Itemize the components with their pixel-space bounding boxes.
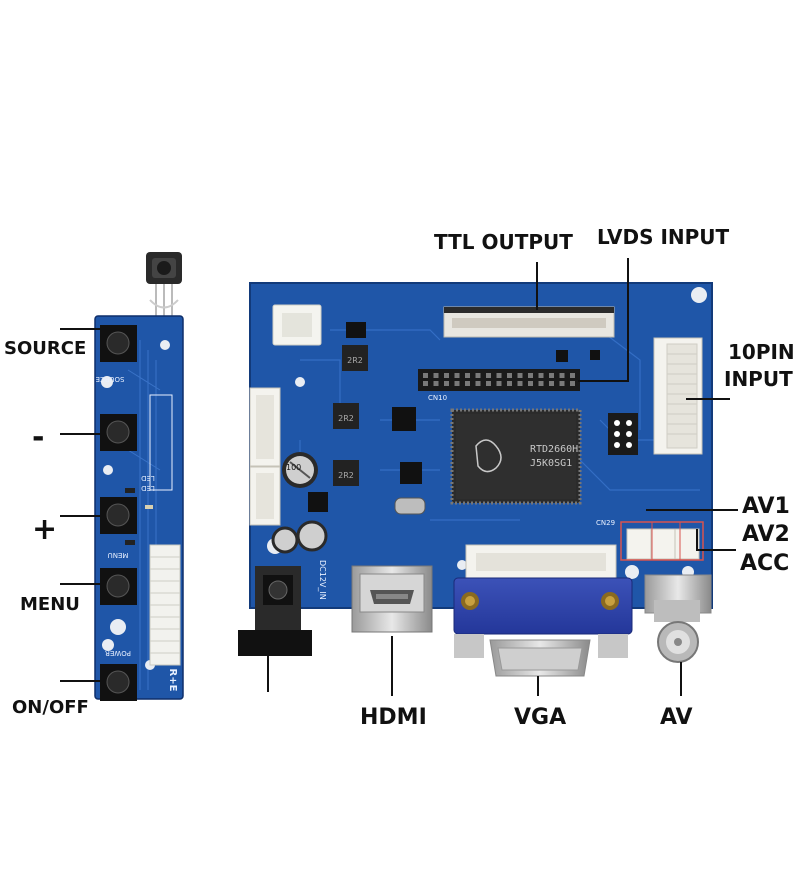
menu-leader — [60, 583, 100, 585]
pin10-label-line1: 10PIN — [728, 340, 795, 364]
main-chip: RTD2660H J5K0SG1 — [450, 408, 582, 505]
svg-text:100: 100 — [286, 463, 301, 472]
pin10-label-line2: INPUT — [724, 367, 793, 391]
av2-label: AV2 — [742, 522, 790, 547]
av-connectors — [620, 521, 704, 561]
svg-text:POWER: POWER — [105, 649, 131, 657]
svg-text:2R2: 2R2 — [338, 414, 354, 423]
svg-text:CN29: CN29 — [596, 519, 615, 527]
vga-port — [453, 577, 633, 677]
av-leader — [680, 662, 682, 696]
lvds-leader-v — [627, 258, 629, 382]
lvds-input-label: LVDS INPUT — [597, 225, 730, 249]
hdmi-label: HDMI — [360, 705, 427, 730]
on-off-label: ON/OFF — [12, 697, 89, 718]
av-label: AV — [660, 705, 693, 730]
ttl-output-label: TTL OUTPUT — [434, 230, 573, 254]
hdmi-port — [351, 565, 433, 633]
svg-text:MENU: MENU — [108, 551, 129, 559]
svg-text:2R2: 2R2 — [347, 356, 363, 365]
keypad-board — [94, 252, 184, 701]
minus-button-hw — [100, 414, 137, 451]
minus-label: - — [32, 420, 45, 455]
menu-label: MENU — [20, 594, 80, 615]
av-port — [644, 574, 712, 663]
av2-leader-v — [696, 529, 698, 551]
vga-label: VGA — [514, 705, 567, 730]
lvds-leader-h — [578, 380, 629, 382]
svg-text:2R2: 2R2 — [338, 471, 354, 480]
av2-leader-h — [696, 549, 736, 551]
jumper-block — [608, 413, 638, 455]
ttl-connector — [443, 306, 615, 338]
plus-leader — [60, 515, 100, 517]
pin10-leader — [686, 398, 730, 400]
svg-text:R+E: R+E — [167, 669, 178, 692]
capacitor-1 — [282, 452, 318, 488]
menu-button-hw — [100, 568, 137, 605]
keypad-connector — [149, 544, 181, 666]
source-button-hw — [100, 325, 137, 362]
svg-text:SOURCE: SOURCE — [96, 375, 125, 383]
svg-text:CN10: CN10 — [428, 394, 447, 402]
lvds-header — [418, 369, 580, 391]
pin10-connector — [653, 337, 703, 455]
svg-text:LED: LED — [141, 474, 155, 482]
dc-jack — [238, 566, 312, 656]
dc-leader — [267, 656, 269, 692]
ttl-leader — [536, 262, 538, 310]
hdmi-leader — [391, 636, 393, 696]
plus-label: + — [32, 512, 58, 547]
svg-text:RTD2660H: RTD2660H — [530, 444, 578, 455]
ir-receiver — [146, 252, 182, 318]
svg-text:J5K0SG1: J5K0SG1 — [530, 458, 572, 469]
power-button-hw — [100, 664, 137, 701]
main-board: 2R2 2R2 2R2 100 — [249, 282, 713, 609]
onoff-leader — [60, 680, 100, 682]
svg-text:DC12V_IN: DC12V_IN — [318, 560, 327, 600]
svg-text:LED: LED — [141, 484, 155, 492]
plus-button-hw — [100, 497, 137, 534]
av1-label: AV1 — [742, 494, 790, 519]
keypad-silkscreen: SOURCE MENU POWER LED LED R+E — [96, 375, 178, 692]
minus-leader — [60, 433, 100, 435]
source-leader — [60, 328, 100, 330]
vga-leader — [537, 676, 539, 696]
acc-label: ACC — [740, 551, 790, 576]
av1-leader — [646, 509, 738, 511]
source-label: SOURCE — [4, 338, 87, 359]
